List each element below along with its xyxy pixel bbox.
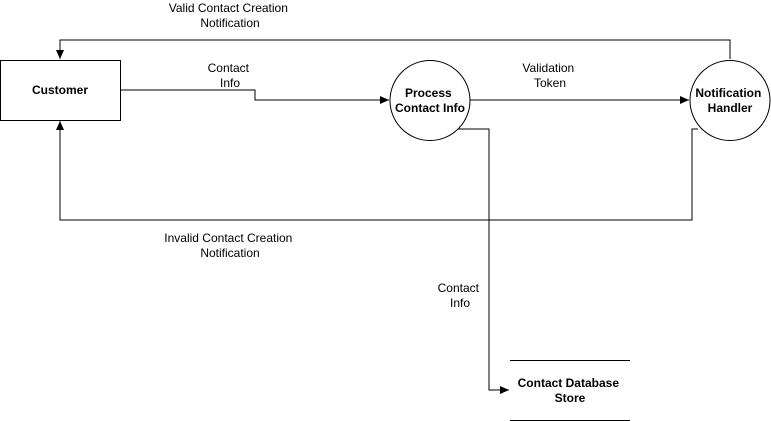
customer-entity[interactable] [0, 60, 121, 121]
invalid-notification-label: Invalid Contact Creation Notification [164, 231, 295, 260]
edge-contact-info-to-process[interactable] [120, 89, 389, 104]
process-contact-info-node[interactable] [389, 60, 471, 141]
valid-notification-label: Valid Contact Creation Notification [169, 1, 292, 30]
node-labels: Customer Process Contact Info Notificati… [32, 83, 764, 405]
contact-info-label-2: Contact Info [438, 281, 483, 310]
edge-labels: Valid Contact Creation Notification Cont… [164, 1, 577, 310]
nodes [0, 60, 771, 421]
notification-handler-label: Notification Handler [695, 86, 764, 115]
process-label: Process Contact Info [395, 86, 465, 115]
edge-invalid-notification[interactable] [56, 121, 698, 221]
customer-label: Customer [32, 83, 88, 97]
edges [56, 39, 731, 394]
edge-valid-notification[interactable] [56, 39, 731, 59]
store-label: Contact Database Store [518, 376, 623, 405]
validation-token-label: Validation Token [522, 61, 577, 90]
contact-info-label-1: Contact Info [208, 61, 253, 90]
notification-handler-node[interactable] [689, 60, 771, 141]
edge-contact-info-to-store[interactable] [458, 128, 509, 394]
